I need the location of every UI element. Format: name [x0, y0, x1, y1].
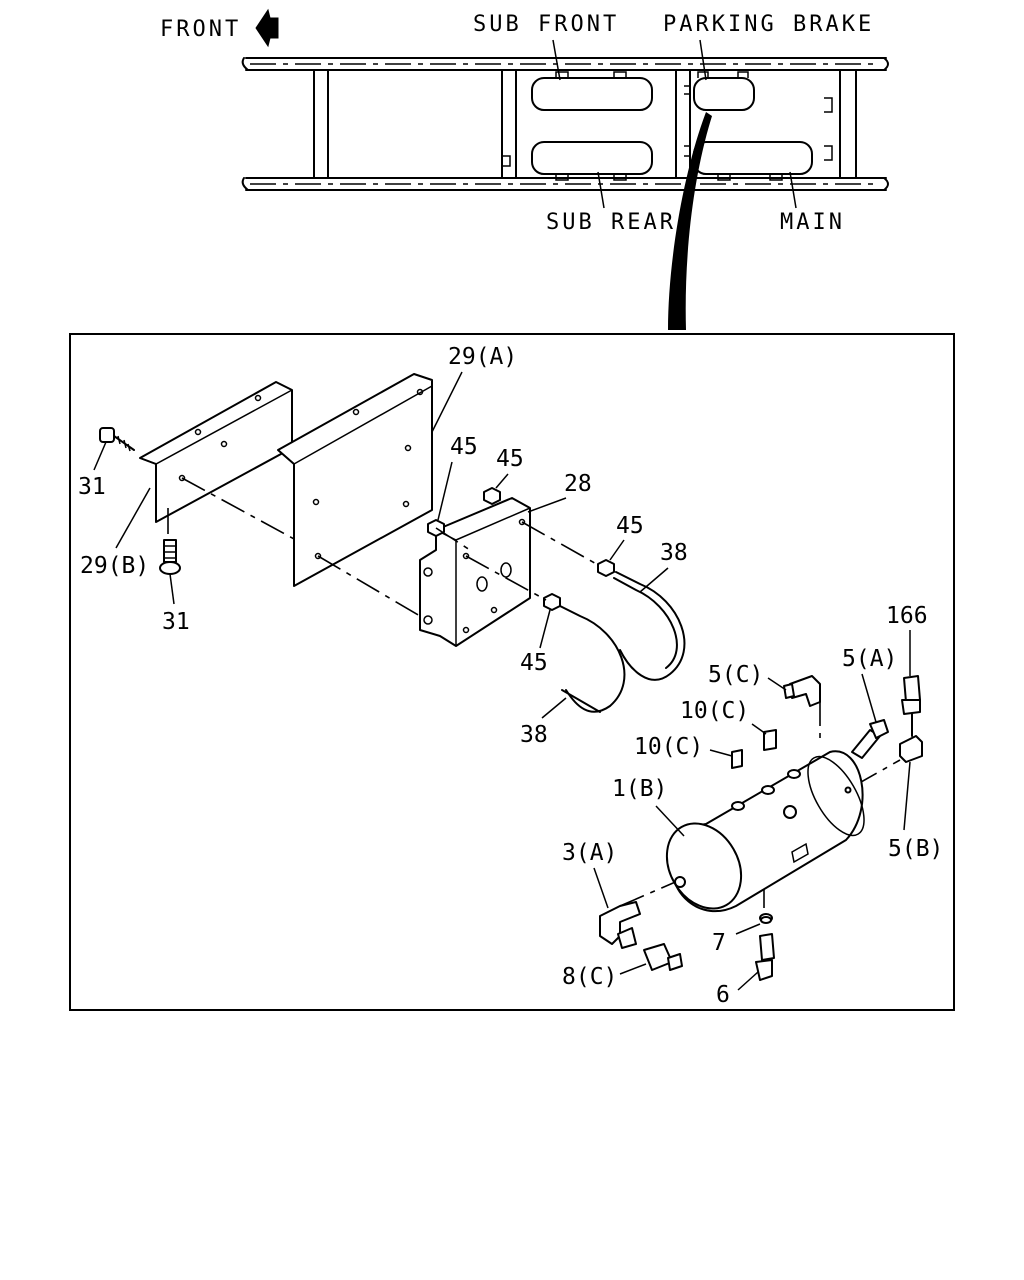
callout-31-bottom: 31	[162, 609, 190, 635]
detail-frame	[69, 333, 955, 1011]
tank-sub-rear	[531, 141, 653, 181]
sub-front-label: SUB FRONT	[473, 12, 619, 37]
plugs-10c	[731, 729, 777, 769]
callout-10c-a: 10(C)	[680, 698, 749, 724]
callout-5b: 5(B)	[888, 836, 943, 862]
u-bolts-38	[559, 571, 686, 713]
callout-45-c: 45	[616, 513, 644, 539]
callout-45-a: 45	[450, 434, 478, 460]
tank-parking-brake	[693, 71, 755, 111]
callout-1b: 1(B)	[612, 776, 667, 802]
callout-38-b: 38	[520, 722, 548, 748]
fitting-5c	[783, 675, 821, 707]
callout-5c: 5(C)	[708, 662, 763, 688]
parking-brake-label: PARKING BRAKE	[663, 12, 874, 37]
elbow-3a	[599, 901, 641, 949]
callout-45-b: 45	[496, 446, 524, 472]
front-label: FRONT	[160, 17, 241, 42]
callout-8c: 8(C)	[562, 964, 617, 990]
bracket-29a	[277, 373, 433, 587]
plug-7	[760, 916, 772, 924]
callouts: 29(A) 31 29(B) 31 45 45 28 45 38 45 38 1…	[78, 344, 943, 1008]
tank-main	[693, 141, 813, 181]
callout-7: 7	[712, 930, 726, 956]
main-label: MAIN	[780, 210, 845, 235]
callout-5a: 5(A)	[842, 646, 897, 672]
callout-28: 28	[564, 471, 592, 497]
chassis-overview: FRONT	[160, 8, 889, 330]
bolt-31-top	[99, 427, 135, 452]
callout-31-top: 31	[78, 474, 106, 500]
fitting-5a	[851, 719, 889, 759]
bolt-31-bottom	[159, 539, 181, 575]
fitting-5b	[899, 735, 923, 763]
callout-10c-b: 10(C)	[634, 734, 703, 760]
callout-38-a: 38	[660, 540, 688, 566]
sensor-166	[901, 675, 921, 737]
callout-6: 6	[716, 982, 730, 1008]
frame-rails	[241, 57, 889, 191]
callout-29b: 29(B)	[80, 553, 149, 579]
tank-sub-front	[531, 71, 653, 111]
callout-45-d: 45	[520, 650, 548, 676]
callout-29a: 29(A)	[448, 344, 517, 370]
air-tank-1b	[665, 750, 865, 923]
front-arrow-icon	[255, 8, 279, 48]
callout-166: 166	[886, 603, 928, 629]
nuts-45	[427, 487, 615, 611]
callout-3a: 3(A)	[562, 840, 617, 866]
drain-valve-6	[755, 933, 775, 981]
bracket-29b	[139, 381, 293, 523]
sub-rear-label: SUB REAR	[546, 210, 676, 235]
valve-8c	[643, 943, 683, 971]
detail-pointer	[668, 112, 712, 330]
